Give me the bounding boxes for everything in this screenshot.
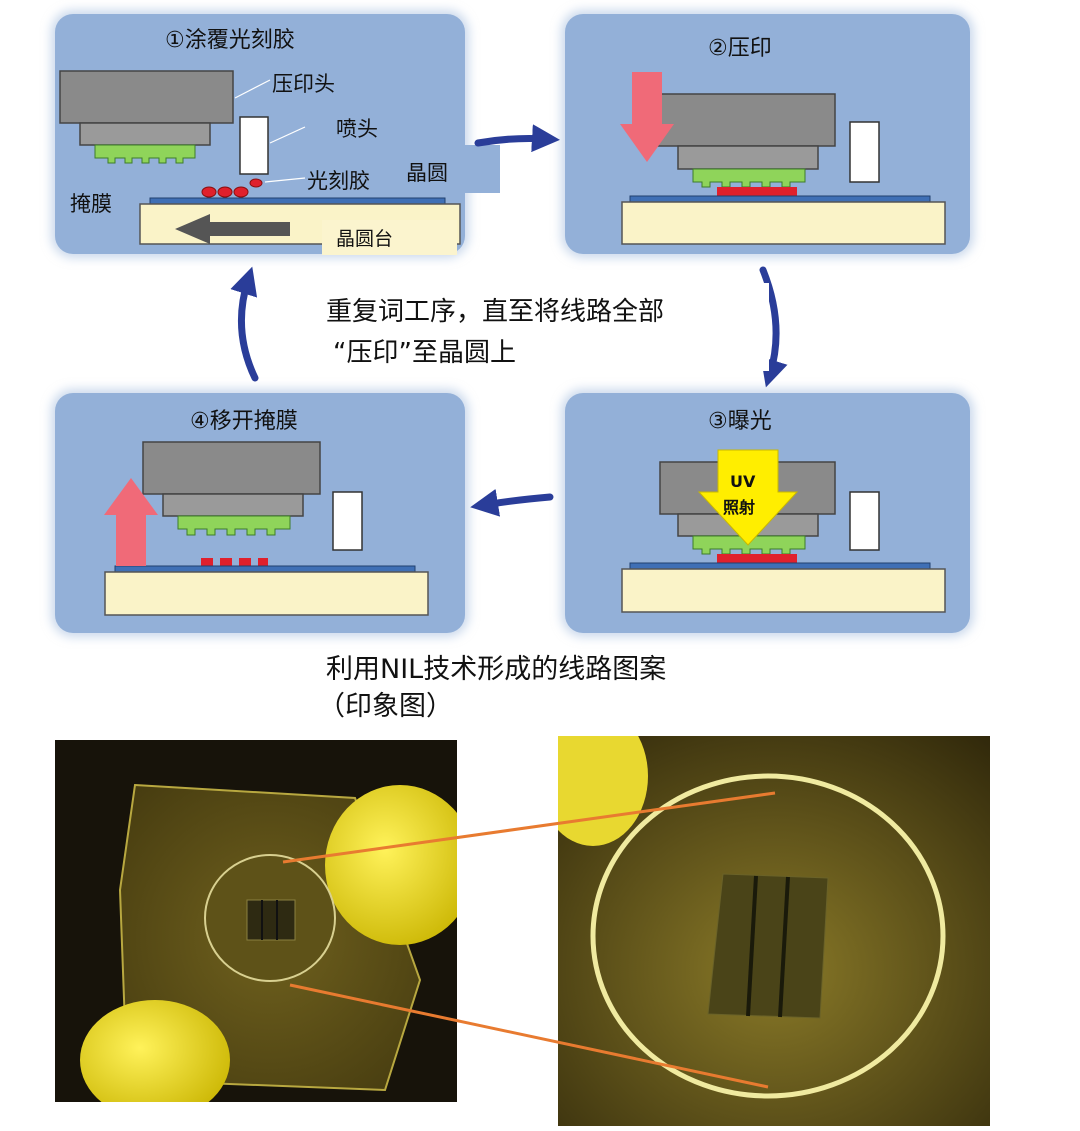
step2-resist [717, 187, 797, 196]
uv-label-line2: 照射 [723, 498, 756, 517]
imprint-head-label: 压印头 [272, 72, 335, 96]
step2-wafer [629, 195, 931, 203]
step4-imprint-head [142, 441, 321, 517]
wafer-label: 晶圆 [406, 161, 448, 185]
mask-label: 掩膜 [70, 192, 112, 216]
uv-label-line1: UV [730, 472, 756, 491]
small-wafer-pattern [246, 899, 296, 941]
step2-mask [692, 168, 806, 188]
glove-bottom-left [80, 1000, 230, 1102]
step3-nozzle [849, 491, 880, 551]
step1-wafer [149, 197, 446, 205]
wafer-stage-label: 晶圆台 [336, 228, 394, 250]
flow-arrow-2-to-3 [759, 266, 788, 388]
caption-line2: （印象图） [318, 691, 453, 722]
step4-resist-pattern [201, 558, 268, 566]
step4-wafer [114, 565, 416, 573]
photo-mask-in-hand [55, 740, 457, 1102]
step4-wafer-stage [104, 571, 429, 616]
step4-nozzle [332, 491, 363, 551]
flow-arrow-1-to-2 [474, 124, 560, 153]
step2-press-down-arrow [620, 72, 674, 162]
step1-stage-motion-arrow [175, 214, 290, 244]
step1-stage-label-box [322, 220, 457, 255]
photo-wafer-closeup [558, 736, 990, 1126]
photo-mask-in-hand-drawing [80, 783, 457, 1102]
step4-lift-up-arrow [104, 478, 158, 566]
step3-wafer [629, 562, 931, 570]
step1-mask [94, 144, 196, 164]
resist-label: 光刻胶 [307, 169, 370, 193]
step1-nozzle [239, 116, 269, 175]
step2-title: ②压印 [708, 36, 772, 61]
step2-imprint-head [657, 93, 836, 170]
step3-wafer-stage [621, 568, 946, 613]
flow-arrow-4-to-1 [230, 266, 259, 382]
step1-imprint-head [59, 70, 234, 146]
step4-title: ④移开掩膜 [190, 409, 298, 434]
step1-resist-drops [201, 178, 263, 198]
wafer-closeup-pattern [707, 873, 829, 1019]
step3-uv-arrow [697, 449, 799, 546]
caption-line1: 利用NIL技术形成的线路图案 [326, 654, 667, 685]
nozzle-label: 喷头 [336, 117, 378, 141]
cycle-flow-arrows [230, 124, 788, 517]
step2-nozzle [849, 121, 880, 183]
photo-wafer-closeup-drawing [558, 736, 990, 1126]
step3-resist [717, 554, 797, 563]
step2-wafer-stage [621, 201, 946, 245]
center-note-box [303, 283, 769, 371]
flow-arrow-3-to-4 [470, 488, 554, 517]
step1-title: ①涂覆光刻胶 [165, 28, 295, 53]
step1-wafer-label-box [397, 145, 500, 193]
wafer-closeup [590, 773, 946, 1099]
step4-mask [177, 515, 291, 536]
step1-leader-lines [234, 79, 306, 183]
center-note-line1: 重复词工序，直至将线路全部 [326, 297, 665, 327]
step3-title: ③曝光 [708, 409, 772, 434]
center-note-line2: “压印”至晶圆上 [333, 338, 516, 368]
